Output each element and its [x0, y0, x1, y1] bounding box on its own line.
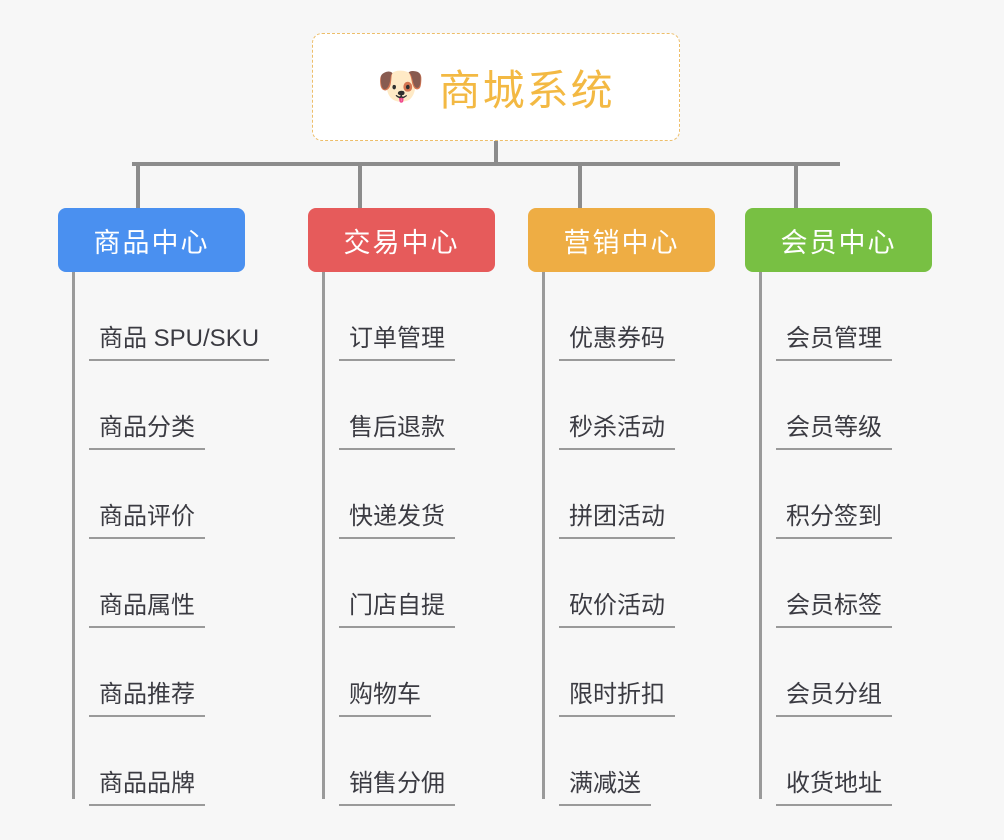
leaf-item-label: 门店自提 [339, 592, 455, 628]
leaf-item-label: 会员标签 [776, 592, 892, 628]
leaf-item[interactable]: 售后退款 [339, 361, 455, 450]
drop-connector-2 [358, 162, 362, 210]
shiba-dog-face-icon: 🐶 [377, 66, 425, 108]
leaf-item-label: 订单管理 [339, 325, 455, 361]
leaf-item-label: 快递发货 [339, 503, 455, 539]
leaf-list-2: 订单管理售后退款快递发货门店自提购物车销售分佣 [339, 272, 455, 806]
leaf-item-label: 商品 SPU/SKU [89, 325, 270, 361]
branch-column-4: 会员中心 [745, 208, 932, 272]
leaf-item[interactable]: 会员标签 [776, 539, 892, 628]
leaf-item[interactable]: 购物车 [339, 628, 455, 717]
leaf-item[interactable]: 商品评价 [89, 450, 269, 539]
leaf-item[interactable]: 满减送 [559, 717, 675, 806]
leaf-item[interactable]: 商品分类 [89, 361, 269, 450]
leaf-item[interactable]: 会员等级 [776, 361, 892, 450]
leaf-item-label: 购物车 [339, 681, 431, 717]
leaf-item[interactable]: 会员管理 [776, 272, 892, 361]
leaf-item-label: 满减送 [559, 770, 651, 806]
branch-spine-3 [542, 272, 545, 799]
leaf-list-3: 优惠券码秒杀活动拼团活动砍价活动限时折扣满减送 [559, 272, 675, 806]
leaf-item[interactable]: 商品品牌 [89, 717, 269, 806]
leaf-item[interactable]: 门店自提 [339, 539, 455, 628]
branch-column-2: 交易中心 [308, 208, 495, 272]
leaf-list-1: 商品 SPU/SKU 商品分类商品评价商品属性商品推荐商品品牌 [89, 272, 270, 806]
leaf-item[interactable]: 积分签到 [776, 450, 892, 539]
leaf-item[interactable]: 收货地址 [776, 717, 892, 806]
root-node-label: 商城系统 [438, 66, 615, 114]
leaf-item-label: 会员分组 [776, 681, 892, 717]
leaf-item-label: 砍价活动 [559, 592, 675, 628]
leaf-item-label: 收货地址 [776, 770, 892, 806]
leaf-item-label: 限时折扣 [559, 681, 675, 717]
branch-header-3[interactable]: 营销中心 [528, 208, 715, 272]
leaf-item-label: 会员管理 [776, 325, 892, 361]
leaf-item-label: 商品分类 [89, 414, 205, 450]
drop-connector-1 [136, 162, 140, 210]
leaf-item-label: 售后退款 [339, 414, 455, 450]
root-node[interactable]: 🐶 商城系统 [312, 33, 680, 141]
leaf-item-label: 秒杀活动 [559, 414, 675, 450]
leaf-item[interactable]: 订单管理 [339, 272, 455, 361]
branch-spine-1 [72, 272, 75, 799]
leaf-item-label: 积分签到 [776, 503, 892, 539]
leaf-item-label: 销售分佣 [339, 770, 455, 806]
drop-connector-3 [578, 162, 582, 210]
branch-spine-4 [759, 272, 762, 799]
branch-column-3: 营销中心 [528, 208, 715, 272]
leaf-item-label: 会员等级 [776, 414, 892, 450]
leaf-item-label: 拼团活动 [559, 503, 675, 539]
branch-header-1[interactable]: 商品中心 [58, 208, 245, 272]
branch-header-2[interactable]: 交易中心 [308, 208, 495, 272]
root-stem-connector [494, 141, 498, 165]
leaf-item-label: 商品属性 [89, 592, 205, 628]
leaf-item[interactable]: 销售分佣 [339, 717, 455, 806]
leaf-list-4: 会员管理会员等级积分签到会员标签会员分组收货地址 [776, 272, 892, 806]
leaf-item[interactable]: 会员分组 [776, 628, 892, 717]
leaf-item[interactable]: 商品 SPU/SKU [89, 272, 270, 361]
branch-horizontal-connector [132, 162, 840, 166]
leaf-item[interactable]: 限时折扣 [559, 628, 675, 717]
leaf-item-label: 优惠券码 [559, 325, 675, 361]
leaf-item[interactable]: 商品推荐 [89, 628, 269, 717]
branch-spine-2 [322, 272, 325, 799]
leaf-item[interactable]: 商品属性 [89, 539, 269, 628]
leaf-item[interactable]: 快递发货 [339, 450, 455, 539]
leaf-item[interactable]: 砍价活动 [559, 539, 675, 628]
branch-header-4[interactable]: 会员中心 [745, 208, 932, 272]
leaf-item-label: 商品推荐 [89, 681, 205, 717]
leaf-item[interactable]: 拼团活动 [559, 450, 675, 539]
drop-connector-4 [794, 162, 798, 210]
leaf-item-label: 商品评价 [89, 503, 205, 539]
leaf-item-label: 商品品牌 [89, 770, 205, 806]
branch-column-1: 商品中心 [58, 208, 245, 272]
leaf-item[interactable]: 优惠券码 [559, 272, 675, 361]
leaf-item[interactable]: 秒杀活动 [559, 361, 675, 450]
